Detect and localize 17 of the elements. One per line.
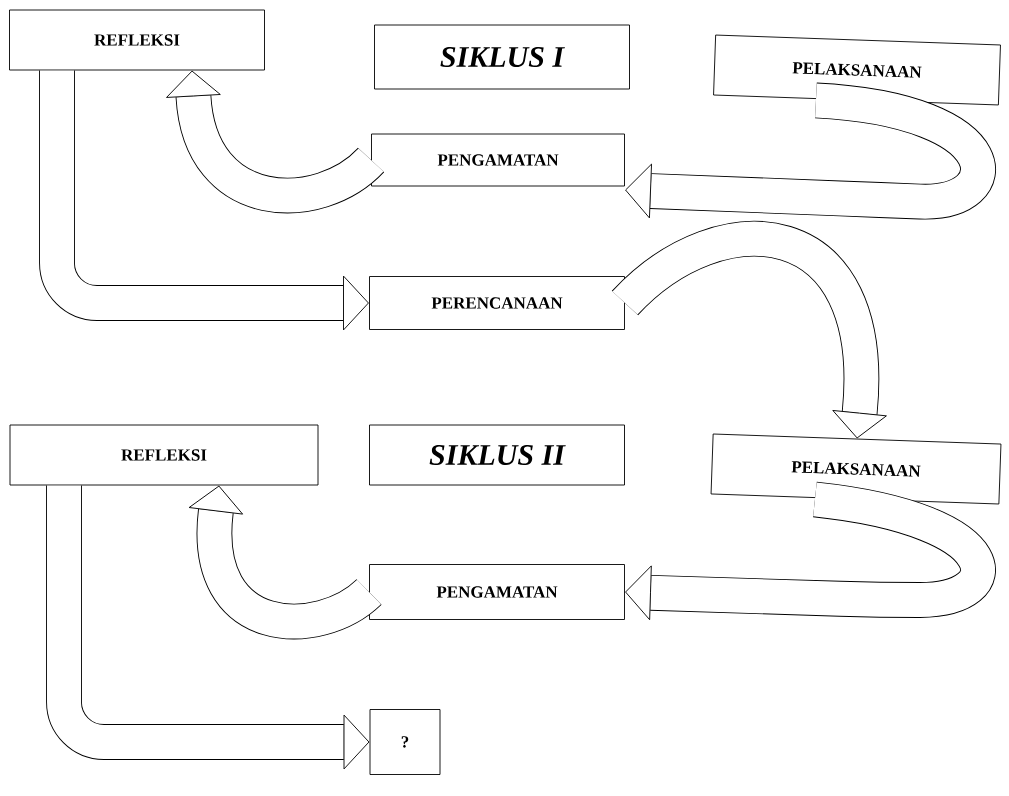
label-box: PELAKSANAAN (713, 34, 1001, 106)
block-arrow (39, 70, 369, 331)
label-box: PELAKSANAAN (710, 433, 1002, 505)
label-box: REFLEKSI (9, 424, 319, 486)
label-box: PENGAMATAN (371, 133, 625, 187)
block-arrow (46, 485, 370, 770)
label-box: PENGAMATAN (369, 564, 625, 620)
block-arrow (625, 82, 996, 220)
block-arrow (166, 70, 383, 214)
block-arrow (188, 485, 381, 640)
block-arrow (625, 481, 996, 621)
label-box: ? (369, 709, 441, 775)
block-arrow (612, 221, 887, 439)
label-box: PERENCANAAN (369, 276, 625, 330)
title-box: SIKLUS II (369, 424, 625, 486)
title-box: SIKLUS I (374, 24, 630, 90)
label-box: REFLEKSI (9, 9, 265, 71)
